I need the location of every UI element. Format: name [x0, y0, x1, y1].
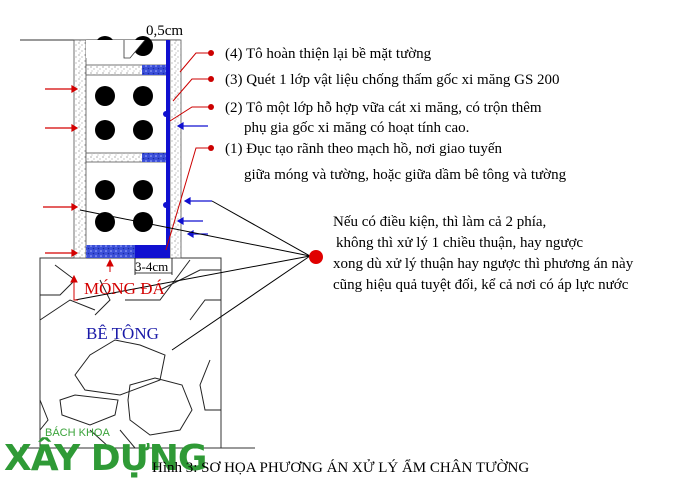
callout-2: (2) Tô một lớp hỗ hợp vữa cát xi măng, c…: [225, 100, 542, 116]
note-line: cũng hiệu quả tuyệt đối, kể cả nơi có áp…: [333, 277, 629, 293]
foundation-label: MÓNG ĐÁ: [84, 279, 165, 298]
water-arrows: [43, 84, 212, 258]
concrete-label: BÊ TÔNG: [86, 324, 159, 343]
note-line: xong dù xử lý thuận hay ngược thì phương…: [333, 256, 634, 272]
brick-wall: [20, 36, 182, 259]
callout-4: (4) Tô hoàn thiện lại bề mặt tường: [225, 46, 432, 62]
note-leaders: [74, 200, 311, 351]
note-text: Nếu có điều kiện, thì làm cả 2 phía, khô…: [333, 214, 634, 293]
dimension-bottom: 3-4cm: [135, 259, 168, 274]
note-marker-icon: [309, 250, 323, 264]
logo-bottom: XÂY DỰNG: [4, 437, 206, 479]
dimension-top: 0,5cm: [146, 23, 183, 39]
callout-1-line2: giữa móng và tường, hoặc giữa dầm bê tôn…: [244, 167, 567, 183]
figure-caption: Hình 3: SƠ HỌA PHƯƠNG ÁN XỬ LÝ ẨM CHÂN T…: [152, 458, 529, 476]
logo: BÁCH KHOA XÂY DỰNG: [4, 426, 207, 479]
foundation-marker: [70, 258, 114, 301]
logo-top: BÁCH KHOA: [45, 426, 110, 439]
callout-2-line2: phụ gia gốc xi măng có hoạt tính cao.: [244, 120, 469, 136]
callout-3: (3) Quét 1 lớp vật liệu chống thấm gốc x…: [225, 72, 560, 88]
callout-leaders: [165, 52, 211, 251]
callout-list: (4) Tô hoàn thiện lại bề mặt tường (3) Q…: [225, 46, 567, 183]
note-line: Nếu có điều kiện, thì làm cả 2 phía,: [333, 214, 546, 230]
note-line: không thì xử lý 1 chiều thuận, hay ngược: [336, 235, 583, 251]
callout-1: (1) Đục tạo rãnh theo mạch hồ, nơi giao …: [225, 141, 503, 157]
